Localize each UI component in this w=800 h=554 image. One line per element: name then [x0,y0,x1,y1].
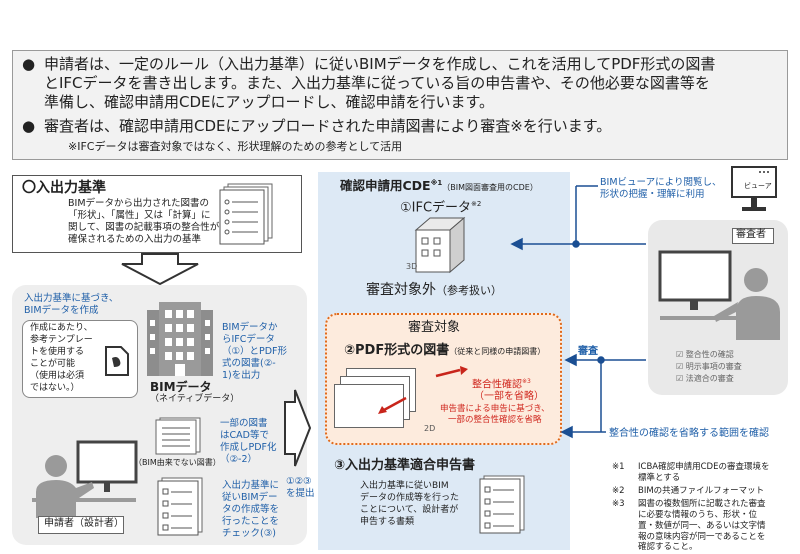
declaration-text-3: ことについて、設計者が [360,505,459,515]
template-text-1: 作成にあたり、 [30,323,93,333]
note1-mark: ※1 [612,462,625,472]
3d-building-icon [414,216,466,274]
note2-mark: ※2 [612,486,625,496]
check-item-1: ☑ 整合性の確認 [676,350,734,359]
down-arrow-icon [121,253,199,286]
template-text-4: ことが可能 [30,359,76,369]
check-text-5: チェック(③) [222,528,276,539]
pdf-title: ②PDF形式の図書（従来と同様の申請図書） [344,343,546,358]
bim-data-label: BIMデータ [150,380,212,394]
submit-text-1: ①②③ [286,476,312,487]
template-document-icon [105,346,129,376]
viewer-text-1: BIMビューアにより閲覧し、 [600,177,722,188]
omit-note-2: 一部の整合性確認を省略 [448,415,542,425]
cad-text-2: はCAD等で [220,430,269,441]
template-text-2: 参考テンプレー [30,335,93,345]
check-text-4: 行ったことを [222,516,280,527]
intro-box [12,50,788,160]
omit-note-1: 申告書による申告に基づき、 [440,404,550,414]
non-bim-docs-label: （BIM由来でない図書） [134,458,221,467]
checklist-document-icon [157,477,203,536]
check-item-3: ☑ 法適合の審査 [676,374,734,383]
declaration-text-1: 入出力基準に従いBIM [360,481,449,491]
declaration-checklist-icon [479,475,525,534]
note1-text-1: ICBA確認申請用CDEの審査環境を [638,462,770,472]
note1-text-2: 標準とする [638,473,681,483]
reviewer-label-box [732,228,774,244]
intro-bullet1-line2: とIFCデータを書き出します。また、入出力基準に従っている旨の申告書や、その他必… [44,74,710,92]
review-label: 審査 [578,346,598,357]
check-text-1: 入出力基準に [222,480,280,491]
note3-text-5: 確認すること。 [638,542,698,552]
omit-scope-label: 整合性の確認を省略する範囲を確認 [609,428,769,439]
standard-title: 〇入出力基準 [22,180,106,196]
cad-text-1: 一部の図書 [220,418,268,429]
reviewer-label: 審査者 [736,229,766,240]
cad-text-3: 作成しPDF化 [220,442,277,453]
intro-note: ※IFCデータは審査対象ではなく、形状理解のための参考として活用 [68,140,403,153]
note3-text-1: 図書の複数個所に記載された審査 [638,499,766,509]
submit-arrow-icon [284,389,312,467]
intro-bullet2: 審査者は、確認申請用CDEにアップロードされた申請図書により審査※を行います。 [44,117,612,135]
partial-omit-label: （一部を省略） [474,391,544,402]
intro-bullet1-line3: 準備し、確認申請用CDEにアップロードし、確認申請を行います。 [44,93,495,111]
label-3d: 3D [406,262,418,271]
bullet-dot-2: ● [22,117,36,135]
note2-text-1: BIMの共通ファイルフォーマット [638,486,765,496]
document-stack-icon [219,183,273,245]
declaration-text-4: 申告する書類 [360,517,415,527]
output-text-2: らIFCデータ [222,334,275,345]
standard-desc-3: 関して、図書の記載事項の整合性が [68,222,220,233]
cad-document-stack-icon [155,417,201,455]
template-text-3: トを使用する [30,347,85,357]
output-text-5: 1)を出力 [222,370,261,381]
declaration-title: ③入出力基準適合申告書 [334,458,476,473]
label-2d: 2D [424,424,436,433]
output-text-3: （①）とPDF形 [222,346,288,357]
check-text-3: タの作成等を [222,504,280,515]
check-text-2: 従いBIMデー [222,492,278,503]
create-text-2: BIMデータを作成 [24,305,99,316]
standard-desc-4: 確保されるための入出力の基準 [68,234,202,245]
check-item-2: ☑ 明示事項の審査 [676,362,742,371]
standard-desc-2: 「形状」、「属性」又は「計算」に [68,210,211,221]
cad-text-4: （②-2） [220,454,257,465]
ifc-title: ①IFCデータ※2 [400,200,482,216]
output-text-4: 式の図書(②- [222,358,276,369]
output-text-1: BIMデータか [222,322,278,333]
note3-mark: ※3 [612,499,625,509]
declaration-text-2: データの作成等を行った [360,493,460,503]
bullet-dot-1: ● [22,55,36,73]
template-text-6: ではない。） [30,383,80,393]
cde-title: 確認申請用CDE※1（BIM図面審査用のCDE） [340,178,538,193]
note3-text-2: に必要な情報のうち、形状・位 [638,510,758,520]
applicant-label-box [38,516,124,534]
viewer-monitor-icon [731,166,777,211]
consistency-arrows-icon [378,366,468,414]
template-text-5: （使用は必須 [30,371,85,381]
applicant-label: 申請者（設計者） [44,518,124,529]
applicant-person-icon [32,440,138,518]
target-label: 審査対象 [408,320,461,335]
note3-text-3: 置・数値が同一、あるいは文字情 [638,521,766,531]
create-text-1: 入出力基準に基づき、 [24,293,119,304]
standard-desc-1: BIMデータから出力された図書の [68,198,210,209]
intro-bullet1-line1: 申請者は、一定のルール（入出力基準）に従いBIMデータを作成し、これを活用してP… [44,55,716,73]
viewer-label: ビューア [744,182,772,190]
viewer-text-2: 形状の把握・理解に利用 [600,189,705,200]
consistency-label: 整合性確認※3 [472,378,531,391]
reviewer-person-icon [658,250,780,340]
bim-data-sub: （ネイティブデータ） [150,394,240,404]
not-target-label: 審査対象外（参考扱い） [366,282,502,298]
building-icon [147,302,213,376]
note3-text-4: 報の意味内容が同一であることを [638,532,766,542]
submit-text-2: を提出 [286,488,315,499]
